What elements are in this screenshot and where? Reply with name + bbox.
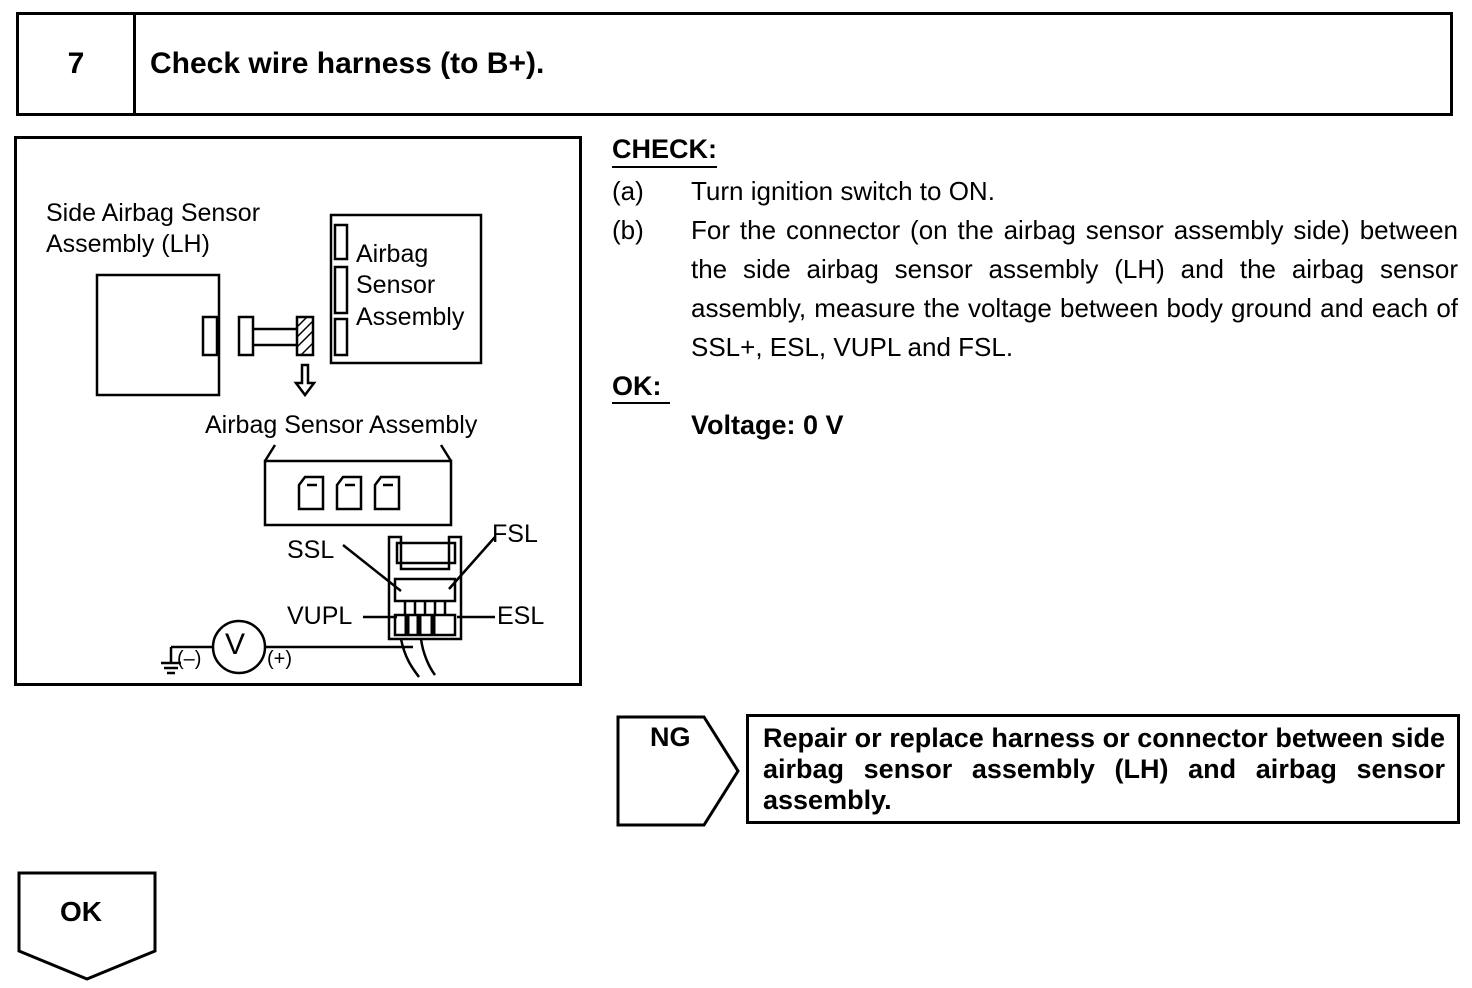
step-number: 7 — [19, 15, 136, 113]
step-header: 7 Check wire harness (to B+). — [16, 12, 1453, 116]
check-step-a: (a) Turn ignition switch to ON. — [612, 172, 1458, 212]
side-sensor-box — [95, 273, 221, 397]
terminal-vupl-label: VUPL — [287, 602, 353, 630]
ok-arrow-icon — [17, 871, 157, 981]
check-heading: CHECK: — [612, 134, 717, 168]
terminal-ssl-label: SSL — [287, 536, 335, 564]
airbag-sensor-label-2: Sensor — [356, 271, 436, 299]
meter-minus-label: (–) — [177, 648, 202, 670]
step-letter: (b) — [612, 215, 644, 245]
step-letter: (a) — [612, 176, 644, 206]
diagram-drawing — [95, 213, 496, 678]
ng-label: NG — [650, 722, 691, 752]
airbag-sensor-label-1: Airbag — [356, 240, 429, 268]
step-text: Turn ignition switch to ON. — [691, 176, 995, 206]
voltage-spec: Voltage: 0 V — [691, 410, 844, 440]
ok-flow-label: OK — [60, 896, 102, 927]
connector-caption: Airbag Sensor Assembly — [205, 411, 478, 439]
check-step-b: (b) For the connector (on the airbag sen… — [612, 211, 1458, 371]
probe-connector — [387, 535, 463, 641]
airbag-sensor-label-3: Assembly — [356, 303, 465, 331]
step-title: Check wire harness (to B+). — [150, 47, 545, 80]
wiring-diagram: Side Airbag Sensor Assembly (LH) Airbag … — [14, 136, 582, 686]
airbag-sensor-box — [329, 213, 483, 365]
meter-v-symbol: V — [225, 628, 246, 661]
down-arrow-icon — [293, 363, 317, 398]
ng-action-box: Repair or replace harness or connector b… — [746, 714, 1460, 824]
terminal-fsl-label: FSL — [492, 520, 538, 548]
plug-left — [237, 315, 255, 357]
connector-face — [263, 459, 453, 527]
side-sensor-label-2: Assembly (LH) — [46, 230, 210, 258]
side-sensor-label-1: Side Airbag Sensor — [46, 199, 261, 227]
terminal-esl-label: ESL — [497, 602, 545, 630]
ng-arrow-icon — [616, 715, 740, 827]
side-sensor-port — [201, 315, 219, 357]
step-text: For the connector (on the airbag sensor … — [691, 215, 1458, 362]
ok-heading: OK: — [612, 370, 670, 404]
meter-plus-label: (+) — [267, 648, 292, 670]
